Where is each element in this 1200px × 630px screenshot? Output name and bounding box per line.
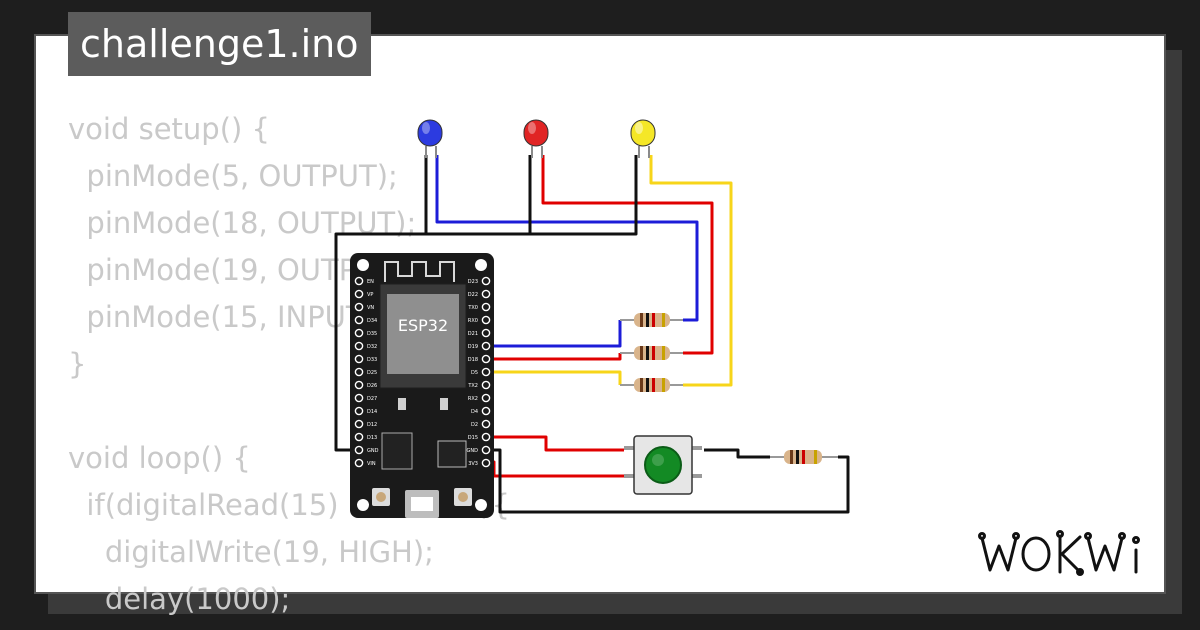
right-pin-label: D23 xyxy=(468,279,478,285)
led-blue[interactable] xyxy=(417,119,443,158)
right-pin-label: TX2 xyxy=(467,383,478,389)
code-line: void loop() { xyxy=(68,441,251,475)
left-pin-label: VN xyxy=(367,305,374,311)
left-pin[interactable] xyxy=(354,445,364,455)
wire-red-button-1 xyxy=(484,435,624,452)
right-pin[interactable] xyxy=(481,393,491,403)
left-pin[interactable] xyxy=(354,315,364,325)
right-pin[interactable] xyxy=(481,406,491,416)
right-pin[interactable] xyxy=(481,328,491,338)
led-yellow[interactable] xyxy=(630,119,656,158)
wire-yellow xyxy=(649,155,733,387)
sketch-title: challenge1.ino xyxy=(68,12,371,76)
right-pin-label: RX2 xyxy=(468,396,478,402)
wire-red-button-2 xyxy=(484,460,624,478)
code-line: digitalWrite(19, HIGH); xyxy=(68,535,434,569)
right-pin[interactable] xyxy=(481,354,491,364)
left-pin[interactable] xyxy=(354,367,364,377)
resistor-2[interactable] xyxy=(620,346,683,360)
right-pin-label: D15 xyxy=(468,435,478,441)
left-pin-label: D26 xyxy=(367,383,377,389)
resistor-1[interactable] xyxy=(620,313,683,327)
right-pin-label: RX0 xyxy=(468,318,478,324)
resistor-3[interactable] xyxy=(620,378,683,392)
right-pin-label: GND xyxy=(467,448,479,454)
code-line: pinMode(5, OUTPUT); xyxy=(68,159,398,193)
wire-black-yellow-cathode xyxy=(426,155,638,236)
left-pin[interactable] xyxy=(354,328,364,338)
left-pin[interactable] xyxy=(354,406,364,416)
right-pin[interactable] xyxy=(481,367,491,377)
wire-black-gnd-right xyxy=(484,448,850,514)
code-line: delay(1000); xyxy=(68,582,291,616)
left-pin[interactable] xyxy=(354,380,364,390)
preview-card: void setup() { pinMode(5, OUTPUT); pinMo… xyxy=(34,34,1166,616)
resistor-4[interactable] xyxy=(770,450,838,464)
right-pin[interactable] xyxy=(481,315,491,325)
pushbutton[interactable] xyxy=(624,435,702,495)
left-pin-label: EN xyxy=(367,279,374,285)
right-pin[interactable] xyxy=(481,419,491,429)
left-pin-label: D12 xyxy=(367,422,377,428)
wire-black-gnd-left xyxy=(334,155,428,452)
right-pin-label: 3V3 xyxy=(468,461,478,467)
left-pin[interactable] xyxy=(354,276,364,286)
esp32-board[interactable]: ESP32 ENVPVND34D35D32D33D25D26D27D14D12D… xyxy=(350,253,494,518)
left-pin-label: D13 xyxy=(367,435,377,441)
left-pin[interactable] xyxy=(354,354,364,364)
right-pin[interactable] xyxy=(481,432,491,442)
left-pin-label: VP xyxy=(367,292,373,298)
right-pin-label: D4 xyxy=(471,409,478,415)
right-pin-label: D18 xyxy=(468,357,478,363)
code-line: void setup() { xyxy=(68,112,270,146)
right-pin[interactable] xyxy=(481,380,491,390)
right-pin[interactable] xyxy=(481,302,491,312)
left-pin[interactable] xyxy=(354,419,364,429)
wire-red xyxy=(541,155,714,355)
led-red[interactable] xyxy=(523,119,549,158)
right-pin-label: D19 xyxy=(468,344,478,350)
left-pin-label: D35 xyxy=(367,331,377,337)
left-pin-label: VIN xyxy=(367,461,376,467)
right-pin[interactable] xyxy=(481,445,491,455)
wire-blue xyxy=(435,155,699,322)
left-pin[interactable] xyxy=(354,302,364,312)
right-pin[interactable] xyxy=(481,289,491,299)
chip-label: ESP32 xyxy=(398,316,448,335)
wire-yellow-2 xyxy=(484,370,622,385)
right-pin-label: TX0 xyxy=(467,305,478,311)
left-pin-label: D34 xyxy=(367,318,377,324)
right-pin[interactable] xyxy=(481,341,491,351)
wire-blue-2 xyxy=(484,320,622,348)
right-pin-label: D2 xyxy=(471,422,478,428)
left-pin[interactable] xyxy=(354,341,364,351)
left-pin[interactable] xyxy=(354,393,364,403)
code-line: } xyxy=(68,347,87,381)
right-pin[interactable] xyxy=(481,458,491,468)
code-line: pinMode(18, OUTPUT); xyxy=(68,206,417,240)
right-pin-label: D5 xyxy=(471,370,478,376)
left-pin-label: D27 xyxy=(367,396,377,402)
right-pin[interactable] xyxy=(481,276,491,286)
left-pin[interactable] xyxy=(354,289,364,299)
left-pin[interactable] xyxy=(354,458,364,468)
right-pin-label: D22 xyxy=(468,292,478,298)
wire-red-2 xyxy=(484,353,622,361)
wokwi-logo xyxy=(978,530,1140,576)
left-pin-label: GND xyxy=(367,448,379,454)
left-pin-label: D32 xyxy=(367,344,377,350)
left-pin-label: D14 xyxy=(367,409,377,415)
wire-black-button xyxy=(704,448,770,459)
left-pin-label: D33 xyxy=(367,357,377,363)
left-pin-label: D25 xyxy=(367,370,377,376)
right-pin-label: D21 xyxy=(468,331,478,337)
left-pin[interactable] xyxy=(354,432,364,442)
